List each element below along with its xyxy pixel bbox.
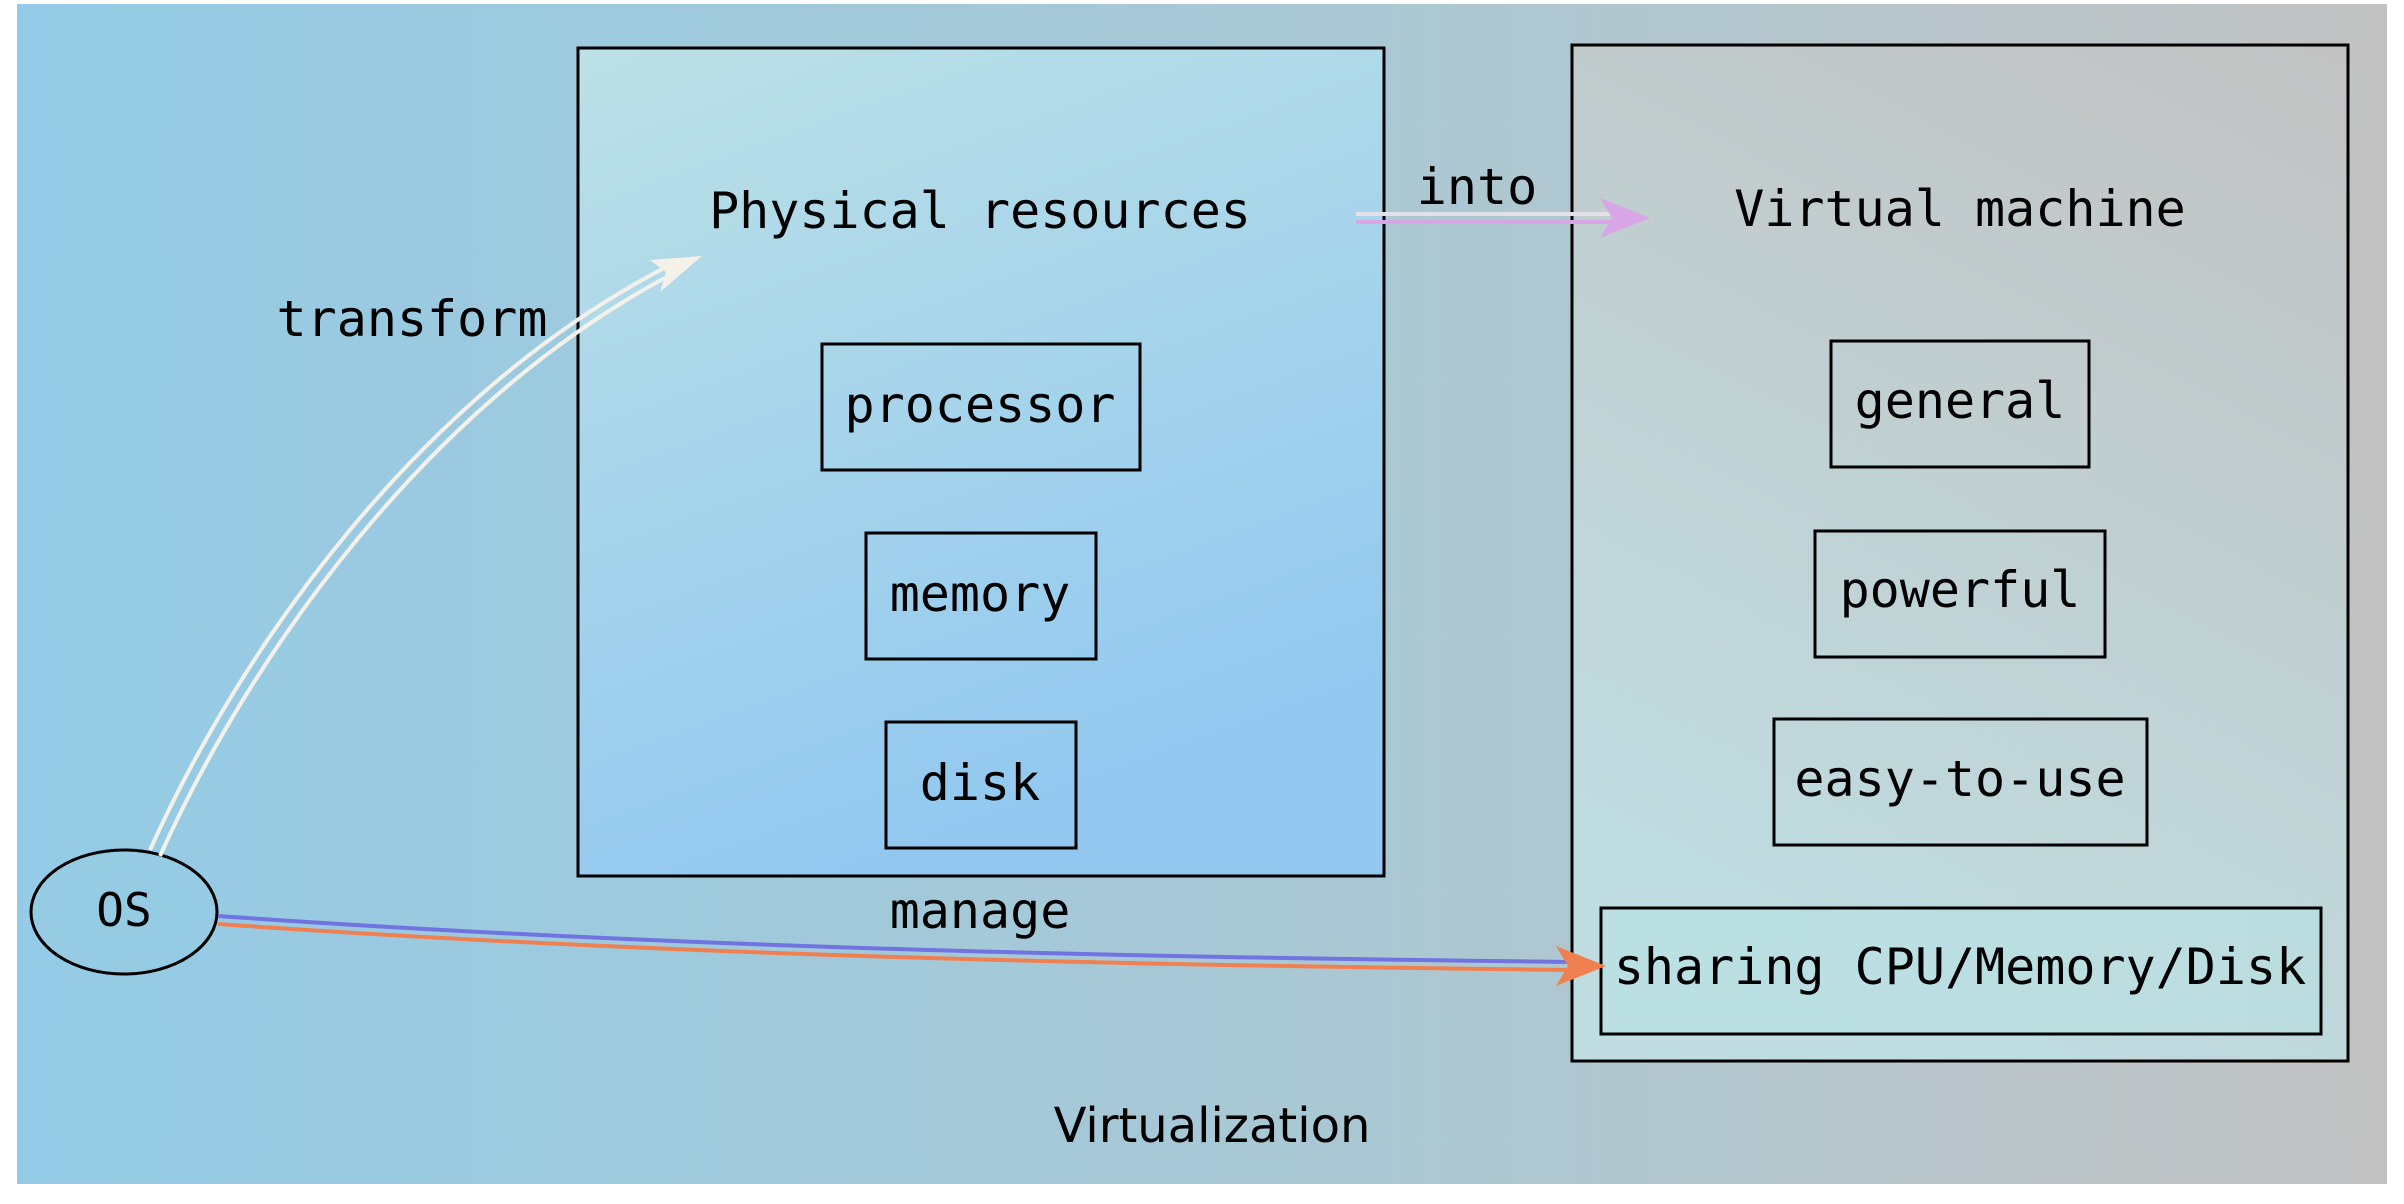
manage-edge: manage [217,882,1606,986]
into-edge-label: into [1417,158,1537,216]
transform-edge-label: transform [277,290,548,348]
transform-edge: transform [148,256,702,857]
transform-arrowhead [650,256,702,292]
memory-label: memory [890,565,1071,623]
powerful-node: powerful [1813,529,2107,659]
sharing-label: sharing CPU/Memory/Disk [1614,938,2306,996]
manage-arrowhead [1556,946,1606,986]
easy-to-use-node: easy-to-use [1772,717,2149,847]
processor-node: processor [820,342,1142,472]
general-label: general [1855,372,2066,430]
transform-arrow-line-inner [158,268,681,857]
physical-resources-title: Physical resources [709,182,1251,240]
powerful-label: powerful [1840,561,2081,619]
virtual-machine-title: Virtual machine [1734,180,2186,238]
processor-label: processor [845,376,1116,434]
os-label: OS [96,883,151,937]
os-node: OS [29,848,219,976]
into-arrowhead [1600,198,1650,238]
manage-arrow-line-blue [217,914,1581,964]
virtual-machine-frame [1570,43,2350,1063]
diagram-caption: Virtualization [1054,1098,1371,1154]
manage-arrow-line-orange [217,922,1581,972]
physical-resources-group: Physical resources processor memory disk [576,46,1386,878]
physical-resources-frame [576,46,1386,878]
sharing-node: sharing CPU/Memory/Disk [1599,906,2323,1036]
transform-arrow-line [148,260,677,851]
os-ellipse [29,848,219,976]
general-node: general [1829,339,2091,469]
memory-node: memory [864,531,1098,661]
disk-node: disk [884,720,1078,850]
manage-edge-label: manage [890,882,1071,940]
easy-to-use-label: easy-to-use [1794,750,2125,808]
into-edge: into [1356,158,1650,238]
disk-label: disk [920,754,1040,812]
virtual-machine-group: Virtual machine general powerful easy-to… [1570,43,2350,1063]
